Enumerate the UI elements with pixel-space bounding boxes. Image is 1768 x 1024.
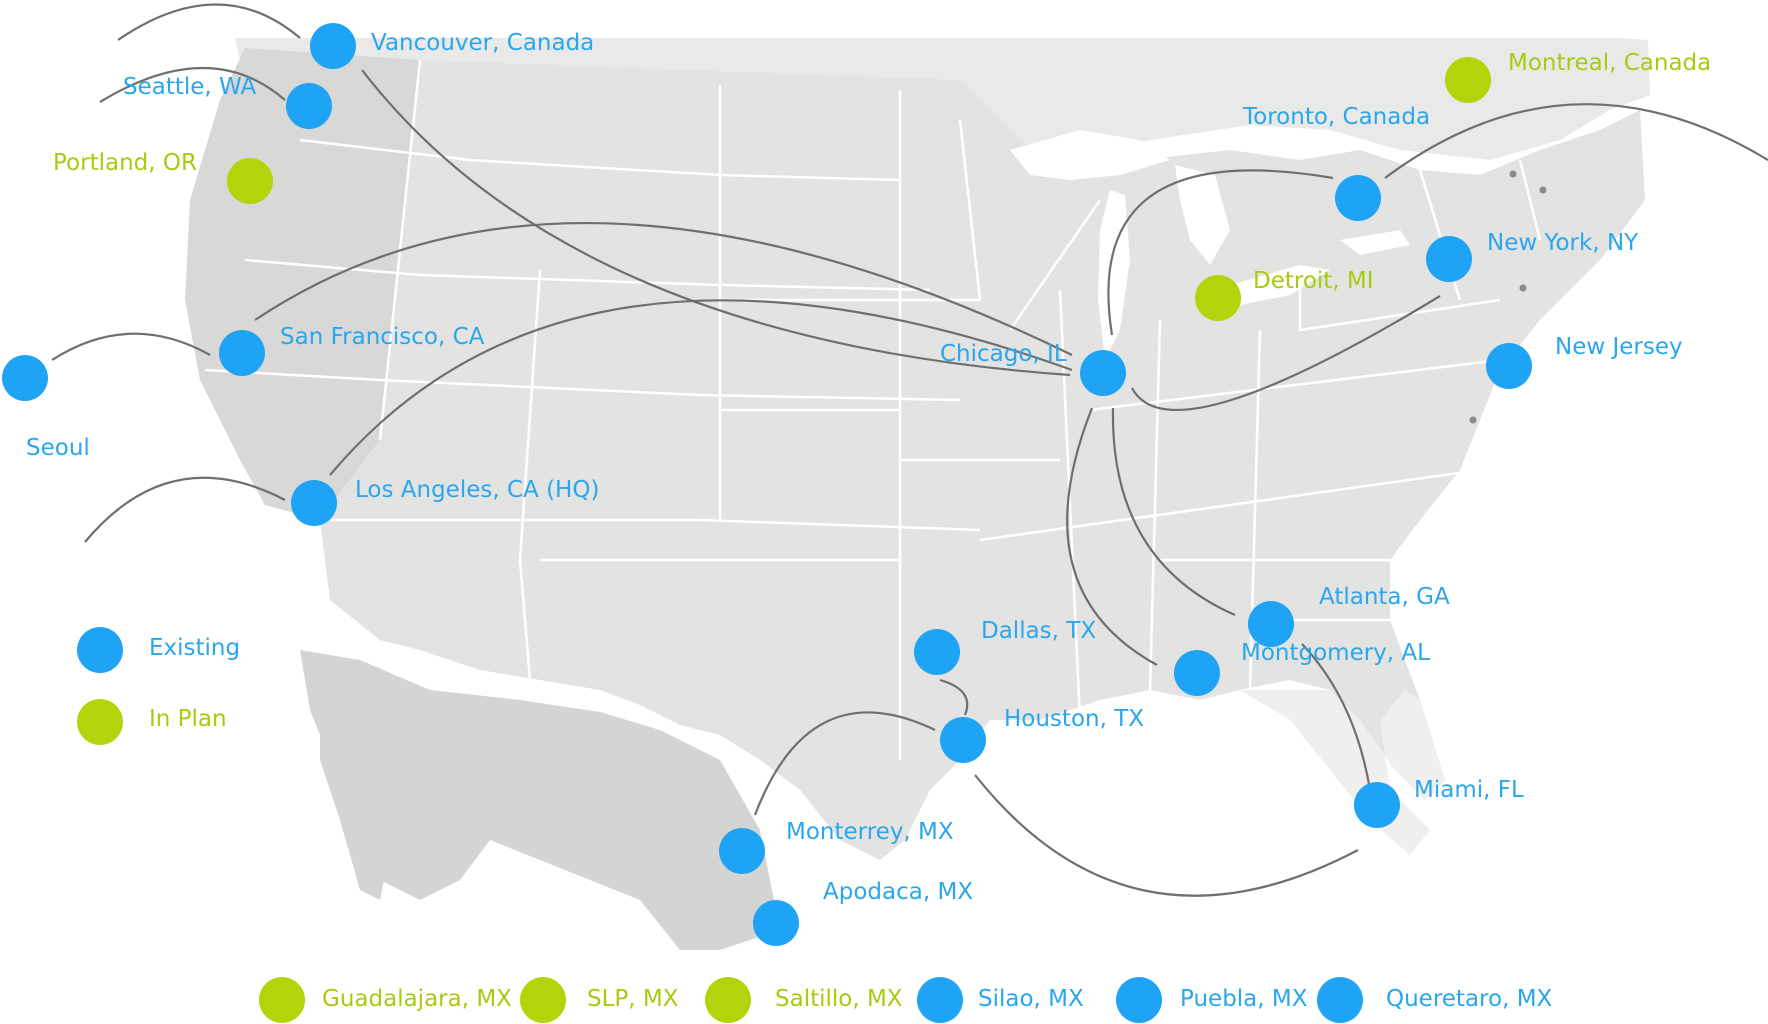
detroit-label: Detroit, MI	[1253, 268, 1374, 294]
saltillo-marker	[705, 977, 751, 1023]
route-chicago-newyork	[1131, 295, 1441, 412]
silao-marker	[917, 977, 963, 1023]
guadalajara-marker	[259, 977, 305, 1023]
route-sf-chicago	[254, 221, 1073, 356]
mexico-locations-row	[259, 977, 1363, 1023]
toronto-label: Toronto, Canada	[1243, 104, 1431, 130]
seattle-label: Seattle, WA	[123, 74, 257, 100]
san-francisco-marker	[219, 330, 265, 376]
seoul-marker	[2, 355, 48, 401]
monterrey-label: Monterrey, MX	[786, 819, 954, 845]
queretaro-label: Queretaro, MX	[1386, 986, 1553, 1012]
slp-marker	[520, 977, 566, 1023]
route-vancouver-chicago	[361, 69, 1071, 377]
miami-label: Miami, FL	[1414, 777, 1524, 803]
toronto-marker	[1335, 175, 1381, 221]
monterrey-marker	[719, 828, 765, 874]
montreal-marker	[1445, 57, 1491, 103]
lake-ontario	[1340, 230, 1410, 255]
montgomery-label: Montgomery, AL	[1241, 640, 1430, 666]
chicago-label: Chicago, IL	[940, 341, 1067, 367]
queretaro-marker	[1317, 977, 1363, 1023]
los-angeles-marker	[291, 480, 337, 526]
new-york-label: New York, NY	[1487, 230, 1639, 256]
seattle-marker	[286, 83, 332, 129]
apodaca-marker	[753, 900, 799, 946]
routes	[51, 3, 1768, 897]
new-jersey-label: New Jersey	[1555, 334, 1683, 360]
lake-huron	[1175, 165, 1230, 265]
mexico-landmass	[300, 650, 780, 950]
houston-marker	[940, 717, 986, 763]
route-seattle-arc	[99, 66, 286, 103]
puebla-marker	[1116, 977, 1162, 1023]
route-dallas-houston	[939, 678, 969, 716]
location-markers	[2, 23, 1532, 946]
atlanta-marker	[1248, 601, 1294, 647]
new-york-marker	[1426, 236, 1472, 282]
dallas-marker	[914, 629, 960, 675]
los-angeles-label: Los Angeles, CA (HQ)	[355, 477, 600, 503]
route-vancouver-arc	[117, 3, 301, 41]
state-capital-dots	[1469, 170, 1547, 424]
houston-label: Houston, TX	[1004, 706, 1145, 732]
route-la-chicago	[329, 299, 1073, 476]
apodaca-label: Apodaca, MX	[823, 879, 974, 905]
saltillo-label: Saltillo, MX	[775, 986, 903, 1012]
vancouver-marker	[310, 23, 356, 69]
legend-existing-label: Existing	[149, 635, 241, 661]
san-francisco-label: San Francisco, CA	[280, 324, 485, 350]
portland-marker	[227, 158, 273, 204]
guadalajara-label: Guadalajara, MX	[322, 986, 512, 1012]
route-chicago-atlanta	[1111, 407, 1236, 617]
route-atlanta-miami	[1301, 643, 1372, 791]
lake-erie	[1230, 265, 1330, 305]
route-la-arc	[84, 476, 286, 543]
route-chicago-montgomery	[1066, 407, 1158, 666]
puebla-label: Puebla, MX	[1180, 986, 1308, 1012]
florida	[1240, 690, 1445, 855]
route-houston-monterrey	[753, 711, 936, 816]
atlanta-label: Atlanta, GA	[1319, 584, 1450, 610]
legend	[77, 627, 123, 745]
route-seoul-sf	[51, 332, 211, 361]
silao-label: Silao, MX	[978, 986, 1084, 1012]
portland-label: Portland, OR	[53, 150, 197, 176]
legend-in-plan-label: In Plan	[149, 706, 227, 732]
legend-in-plan-marker	[77, 699, 123, 745]
seoul-label: Seoul	[26, 435, 90, 461]
miami-marker	[1354, 782, 1400, 828]
detroit-marker	[1195, 275, 1241, 321]
montreal-label: Montreal, Canada	[1508, 50, 1712, 76]
route-houston-miami	[974, 774, 1359, 897]
montgomery-marker	[1174, 650, 1220, 696]
lake-superior	[1010, 130, 1170, 180]
new-jersey-marker	[1486, 343, 1532, 389]
chicago-marker	[1080, 350, 1126, 396]
route-toronto-east	[1384, 103, 1768, 179]
slp-label: SLP, MX	[587, 986, 679, 1012]
vancouver-label: Vancouver, Canada	[371, 30, 595, 56]
baja-peninsula	[320, 690, 390, 900]
route-chicago-toronto	[1107, 169, 1334, 336]
legend-existing-marker	[77, 627, 123, 673]
dallas-label: Dallas, TX	[981, 618, 1097, 644]
lake-michigan	[1098, 190, 1130, 360]
